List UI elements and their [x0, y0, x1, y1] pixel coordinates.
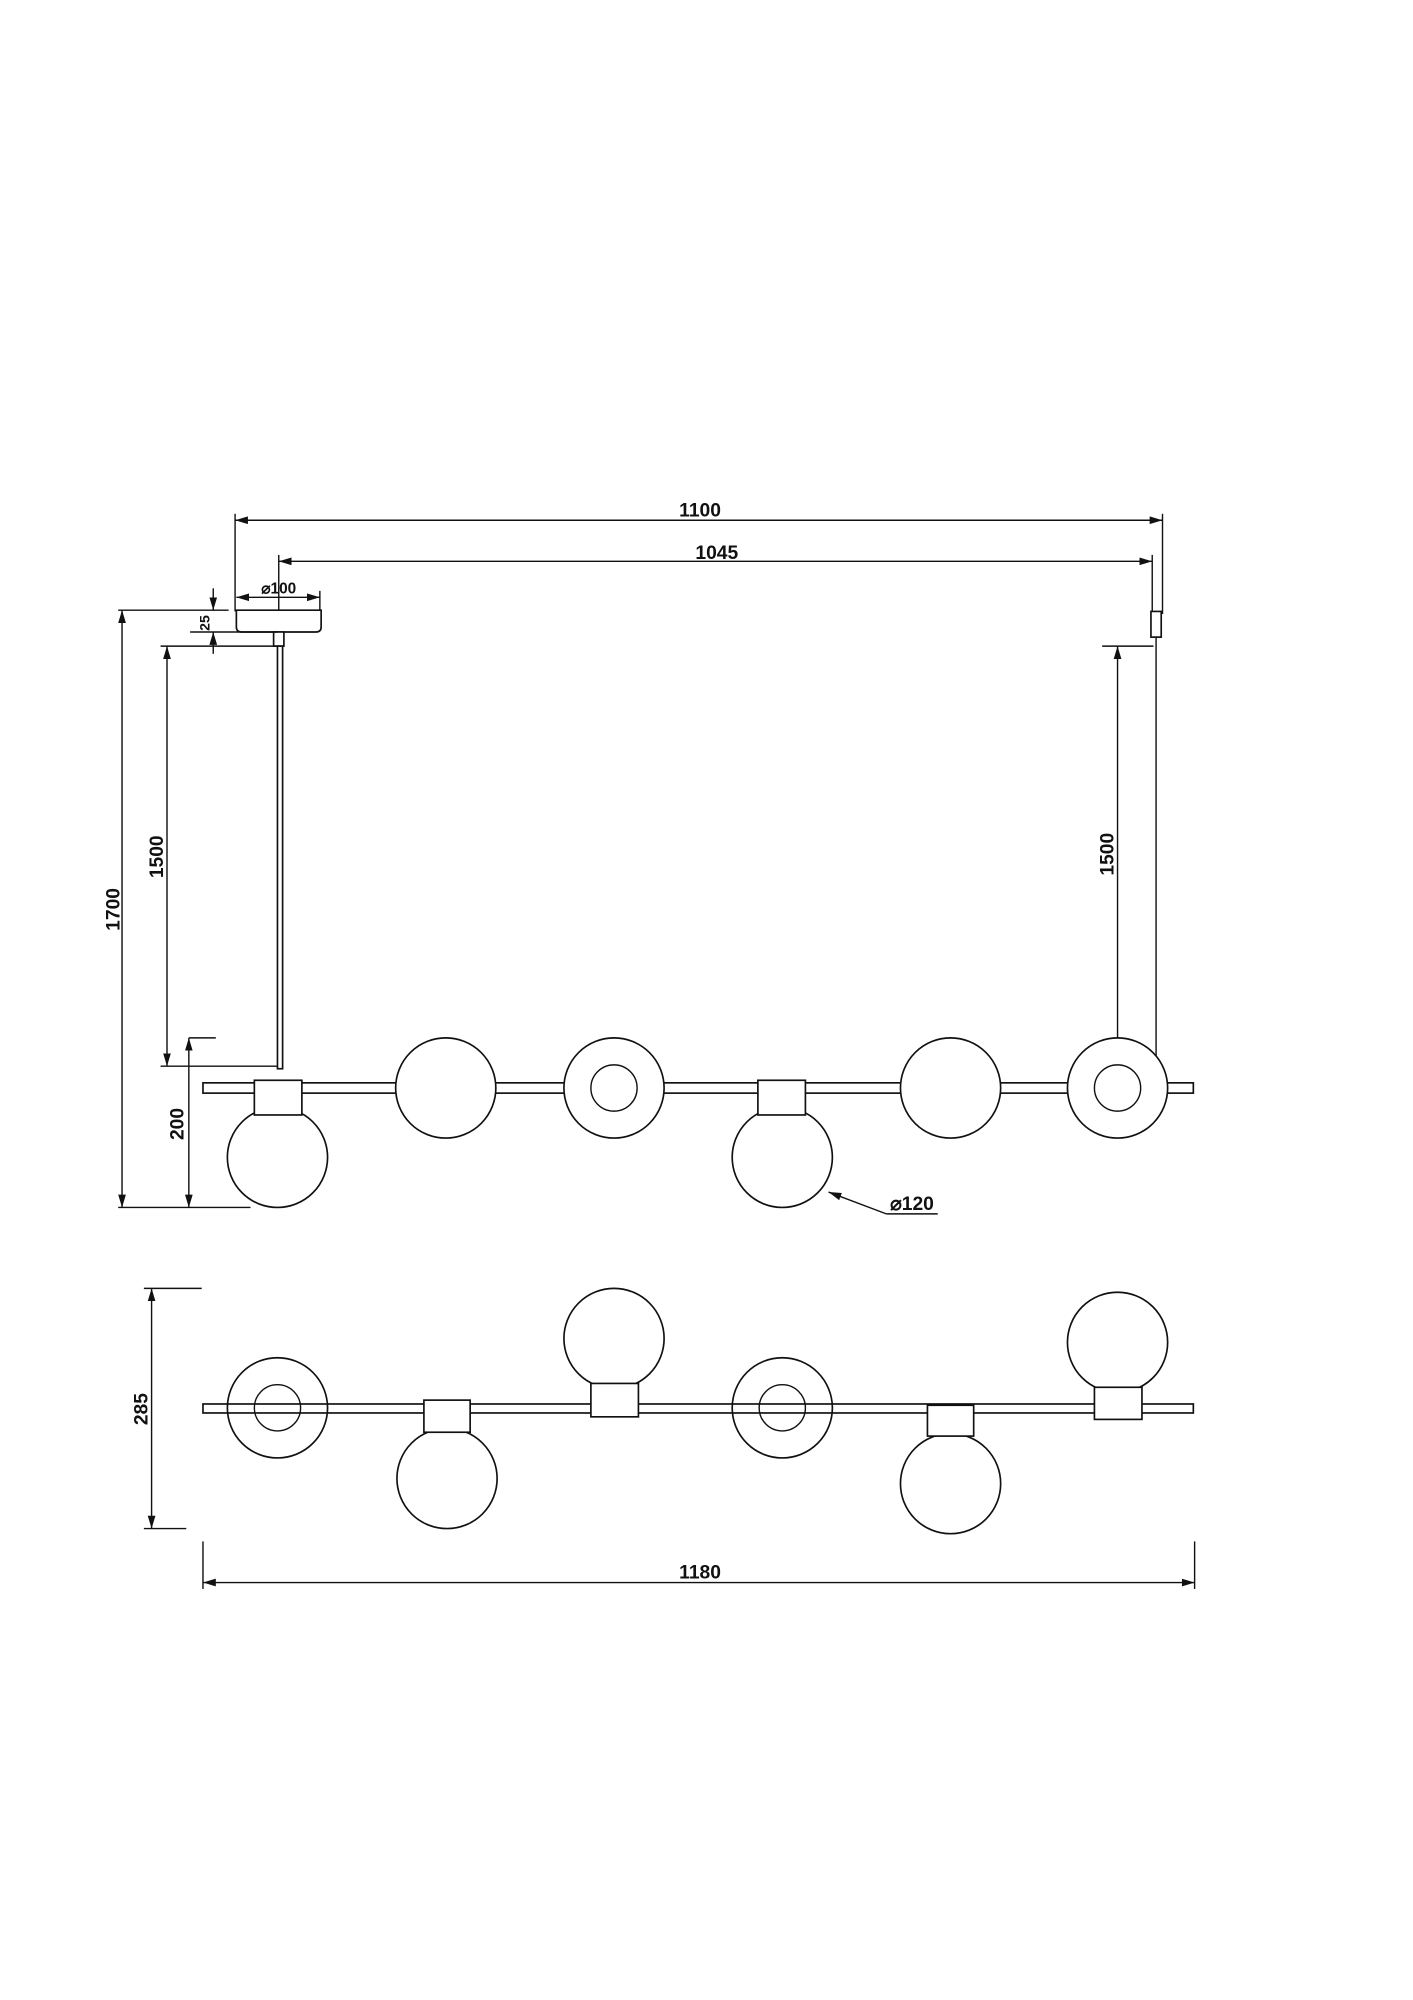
dim-label-1045: 1045	[695, 543, 738, 564]
dim-label-1500-right: 1500	[1098, 833, 1119, 876]
dimension-cable-right: 1500	[1098, 645, 1154, 1067]
plan-view: 285 1180	[132, 1287, 1196, 1589]
dim-label-1180: 1180	[679, 1563, 721, 1584]
dimension-globe-diameter: ⌀120	[828, 1191, 938, 1215]
dimension-canopy-diameter: ⌀100	[236, 580, 321, 612]
lamp-socket	[926, 1404, 975, 1437]
dim-label-1500-left: 1500	[147, 835, 168, 878]
suspension-rod-left	[276, 645, 284, 1070]
globe-shade	[226, 1106, 329, 1209]
dim-label-25: 25	[196, 615, 212, 631]
globe-shade	[731, 1106, 834, 1209]
dimension-canopy-height: 25	[118, 588, 278, 654]
lamp-socket	[590, 1382, 640, 1418]
globe-shade	[899, 1037, 1002, 1139]
dimension-fixture-drop: 200	[168, 1037, 216, 1208]
front-view: 1100 1045 ⌀100 25 1700	[103, 500, 1195, 1215]
dimension-bar-length: 1180	[202, 1541, 1196, 1589]
fixture-bar-plan	[202, 1403, 1195, 1414]
globe-shade-rear	[563, 1037, 665, 1139]
globe-shade	[563, 1287, 665, 1390]
globe-shade-top	[731, 1356, 834, 1459]
globe-shade	[394, 1037, 497, 1139]
dimension-total-height: 1700	[103, 610, 251, 1209]
dim-label-1100: 1100	[679, 500, 721, 521]
dim-label-200: 200	[168, 1108, 189, 1140]
dimension-cable-left: 1500	[147, 645, 278, 1067]
dimension-mount-span: 1045	[278, 543, 1153, 630]
dim-label-canopy: ⌀100	[261, 580, 296, 597]
globe-shade-top	[226, 1356, 329, 1459]
globe-shade	[1066, 1291, 1169, 1394]
lamp-socket	[1093, 1386, 1143, 1421]
socket-ring	[758, 1384, 807, 1432]
lamp-socket	[253, 1079, 303, 1116]
socket-ring	[590, 1064, 638, 1112]
globe-shade	[396, 1427, 498, 1530]
cable-gripper-right	[1150, 610, 1163, 638]
globe-shade	[899, 1432, 1002, 1535]
socket-ring	[253, 1384, 302, 1432]
canopy-stem	[272, 631, 285, 647]
dim-label-globe: ⌀120	[890, 1194, 934, 1215]
fixture-bar	[202, 1082, 1195, 1094]
dimension-overall-width: 1100	[234, 500, 1164, 615]
ceiling-canopy	[235, 609, 322, 633]
dim-label-1700: 1700	[103, 888, 124, 931]
lamp-socket	[757, 1079, 807, 1116]
dimension-depth: 285	[132, 1287, 202, 1530]
lamp-socket	[423, 1399, 471, 1434]
socket-ring	[1093, 1064, 1142, 1112]
globe-shade-rear	[1066, 1037, 1169, 1139]
dim-label-285: 285	[132, 1393, 153, 1425]
